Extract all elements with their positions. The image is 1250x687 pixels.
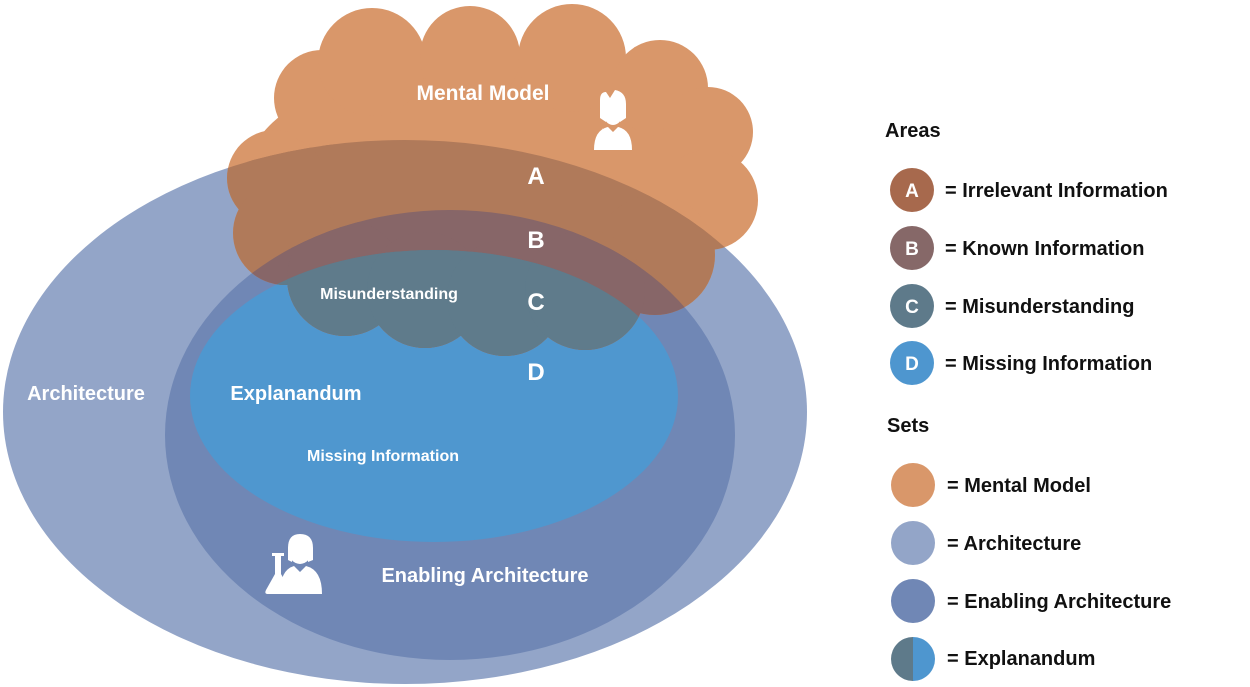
legend-set-architecture-swatch <box>891 521 935 565</box>
legend-area-a-letter: A <box>905 181 919 202</box>
legend-areas-title: Areas <box>885 120 941 142</box>
legend-set-enabling-architecture: = Enabling Architecture <box>891 579 1171 623</box>
legend-set-mental-model-swatch <box>891 463 935 507</box>
legend-sets-title: Sets <box>887 415 929 437</box>
legend-area-a-text: = Irrelevant Information <box>945 180 1168 202</box>
explanandum-label: Explanandum <box>230 383 361 405</box>
legend-set-explanandum-text: = Explanandum <box>947 648 1095 670</box>
legend-set-enabling-architecture-text: = Enabling Architecture <box>947 591 1171 613</box>
woman-user-icon <box>594 90 632 150</box>
legend-area-a: A = Irrelevant Information <box>890 168 1168 212</box>
legend-area-d-swatch <box>890 341 934 385</box>
legend-area-d: D = Missing Information <box>890 341 1152 385</box>
area-b-label: B <box>527 227 544 254</box>
legend-set-explanandum-swatch <box>891 637 935 681</box>
legend-area-b: B = Known Information <box>890 226 1144 270</box>
area-d-label: D <box>527 359 544 386</box>
area-c-label: C <box>527 289 544 316</box>
legend-area-d-text: = Missing Information <box>945 353 1152 375</box>
legend-set-enabling-architecture-swatch <box>891 579 935 623</box>
enabling-architecture-label: Enabling Architecture <box>381 565 588 587</box>
legend-set-architecture-text: = Architecture <box>947 533 1081 555</box>
legend: Areas A = Irrelevant Information B = Kno… <box>885 120 1171 681</box>
mental-model-label: Mental Model <box>416 82 549 105</box>
legend-set-mental-model-text: = Mental Model <box>947 475 1091 497</box>
architecture-label: Architecture <box>27 383 145 405</box>
legend-area-b-letter: B <box>905 239 919 260</box>
legend-area-b-text: = Known Information <box>945 238 1144 260</box>
missing-information-label: Missing Information <box>307 448 459 465</box>
legend-area-a-swatch <box>890 168 934 212</box>
legend-area-c: C = Misunderstanding <box>890 284 1134 328</box>
legend-area-c-letter: C <box>905 297 919 318</box>
legend-area-b-swatch <box>890 226 934 270</box>
legend-set-explanandum: = Explanandum <box>891 637 1095 681</box>
legend-area-c-text: = Misunderstanding <box>945 296 1134 318</box>
misunderstanding-label: Misunderstanding <box>320 286 458 303</box>
legend-area-c-swatch <box>890 284 934 328</box>
woman-scientist-icon <box>265 534 322 594</box>
legend-set-mental-model: = Mental Model <box>891 463 1091 507</box>
area-a-label: A <box>527 163 544 190</box>
legend-area-d-letter: D <box>905 354 919 375</box>
legend-set-architecture: = Architecture <box>891 521 1081 565</box>
